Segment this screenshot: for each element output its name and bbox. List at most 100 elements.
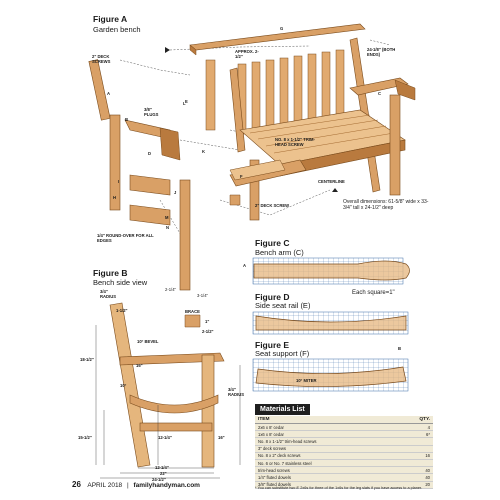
page-footer: 26 APRIL 2018 | familyhandyman.com xyxy=(72,480,200,489)
figure-c-subtitle: Bench arm (C) xyxy=(255,248,304,257)
part-letter-f: F xyxy=(240,174,243,179)
part-letter-j: J xyxy=(174,190,177,195)
brace-detail xyxy=(229,194,241,206)
label-radius-side: 3/4" RADIUS xyxy=(228,387,245,397)
col-qty-header: QTY. xyxy=(399,416,433,424)
label-h-16b: 16" xyxy=(218,435,225,440)
qty-cell: 20 xyxy=(399,481,433,489)
figure-e-letter: B xyxy=(398,346,402,351)
col-item-header: ITEM xyxy=(255,416,399,424)
item-cell: trim-head screws xyxy=(255,466,399,475)
label-deck-screw: 2" DECK SCREW xyxy=(255,203,290,208)
label-w-24-1-2: 24-1/2" xyxy=(152,477,166,482)
label-g: G xyxy=(280,26,284,31)
issue-date: APRIL 2018 xyxy=(87,482,123,489)
qty-cell xyxy=(399,459,433,468)
seat-block xyxy=(229,159,286,181)
qty-cell: 16 xyxy=(399,452,433,460)
bench-side-view-diagram xyxy=(95,302,241,479)
label-angle-10: 10° xyxy=(120,383,127,388)
label-bevel: 10° BEVEL xyxy=(137,339,159,344)
label-miter: 10° MITER xyxy=(296,378,317,383)
figure-c-title: Figure C xyxy=(255,238,290,248)
part-letter-m: M xyxy=(165,215,169,220)
figure-a-title: Figure A xyxy=(93,14,128,24)
loose-back-slat xyxy=(205,59,216,131)
grid-scale-note: Each square=1" xyxy=(352,290,395,296)
figure-b-title: Figure B xyxy=(93,268,128,278)
part-letter-c: C xyxy=(378,91,382,96)
qty-cell: 40 xyxy=(399,466,433,475)
footer-separator: | xyxy=(126,482,129,489)
label-1-1-2: 1-1/2" xyxy=(116,308,128,313)
side-seat-rail-grid-pattern xyxy=(252,311,409,335)
label-round-over: 1/4" ROUND-OVER FOR ALL EDGES xyxy=(97,233,154,243)
materials-title: Materials List xyxy=(255,404,310,415)
site-name: familyhandyman.com xyxy=(133,482,200,489)
materials-footnote: * You can substitute two 8' 2x6s for thr… xyxy=(255,486,423,490)
figure-b-subtitle: Bench side view xyxy=(93,278,148,287)
figure-d-subtitle: Side seat rail (E) xyxy=(255,301,311,310)
label-radius-top: 3/4" RADIUS xyxy=(100,289,117,299)
label-approx: APPROX. 2-1/2" xyxy=(235,49,259,59)
overall-dimensions: Overall dimensions: 61-5/8" wide x 33-3/… xyxy=(343,199,429,211)
label-both-ends: 24-1/8" (BOTH ENDS) xyxy=(367,47,396,57)
label-deck-screws: 2" DECK SCREWS xyxy=(92,54,111,64)
bench-arm-grid-pattern xyxy=(252,257,410,285)
part-letter-d: D xyxy=(148,151,152,156)
label-h-16: 16" xyxy=(136,363,143,368)
label-dim-b: 3-1/4" xyxy=(197,293,209,298)
qty-cell: 4 xyxy=(399,423,433,432)
figure-d-title: Figure D xyxy=(255,292,290,302)
qty-cell xyxy=(399,437,433,446)
part-letter-n: N xyxy=(166,225,170,230)
figure-e-title: Figure E xyxy=(255,340,290,350)
left-leg-parts xyxy=(88,59,191,291)
item-cell: 1x6 x 8' cedar xyxy=(255,430,399,439)
label-h-18-1-2: 18-1/2" xyxy=(80,357,94,362)
back-top-rail xyxy=(189,23,366,56)
label-h-15-1-2: 15-1/2" xyxy=(78,435,92,440)
item-cell: No. 6 or No. 7 stainless steel xyxy=(255,459,399,468)
label-dim-a: 2-1/4" xyxy=(165,287,177,292)
label-brace: BRACE xyxy=(185,309,200,314)
label-centerline: CENTERLINE xyxy=(318,179,345,184)
label-trim-head: NO. 8 x 1-1/2" TRIM-HEAD SCREW xyxy=(275,137,315,147)
part-letter-k: K xyxy=(202,149,206,154)
item-cell: 1/4" fluted dowels xyxy=(255,473,399,482)
front-legs xyxy=(249,94,401,221)
label-brace-2: 2-1/2" xyxy=(202,329,214,334)
assembly-arrows xyxy=(165,47,338,192)
qty-cell: 40 xyxy=(399,473,433,482)
label-h-12-1-4: 12-1/4" xyxy=(158,435,172,440)
table-row: No. 6 or No. 7 stainless steel xyxy=(255,459,433,468)
item-cell: 3/8" fluted dowels xyxy=(255,481,399,489)
table-row: 3" deck screws xyxy=(255,445,433,453)
part-letter-h: H xyxy=(113,195,117,200)
page-number: 26 xyxy=(72,480,81,489)
part-letter-e: E xyxy=(185,99,188,104)
part-letter-i: I xyxy=(118,179,120,184)
item-cell: 3" deck screws xyxy=(255,445,399,453)
figure-a-subtitle: Garden bench xyxy=(93,25,141,34)
figure-e-subtitle: Seat support (F) xyxy=(255,349,310,358)
part-letter-l: L xyxy=(183,101,186,106)
table-row: No. 8 x 1-1/2" trim-head screws xyxy=(255,437,433,446)
label-plugs: 3/8" PLUGS xyxy=(144,107,159,117)
right-arm xyxy=(349,77,416,101)
garden-bench-illustration xyxy=(88,23,416,291)
qty-cell xyxy=(399,445,433,453)
label-w-22: 22" xyxy=(160,471,167,476)
label-brace-1: 1" xyxy=(205,319,210,324)
materials-header-row: ITEM QTY. xyxy=(255,416,433,424)
part-letter-a: A xyxy=(107,91,111,96)
left-arm xyxy=(124,119,181,161)
item-cell: No. 8 x 2" deck screws xyxy=(255,452,399,460)
qty-cell: 6* xyxy=(399,430,433,439)
